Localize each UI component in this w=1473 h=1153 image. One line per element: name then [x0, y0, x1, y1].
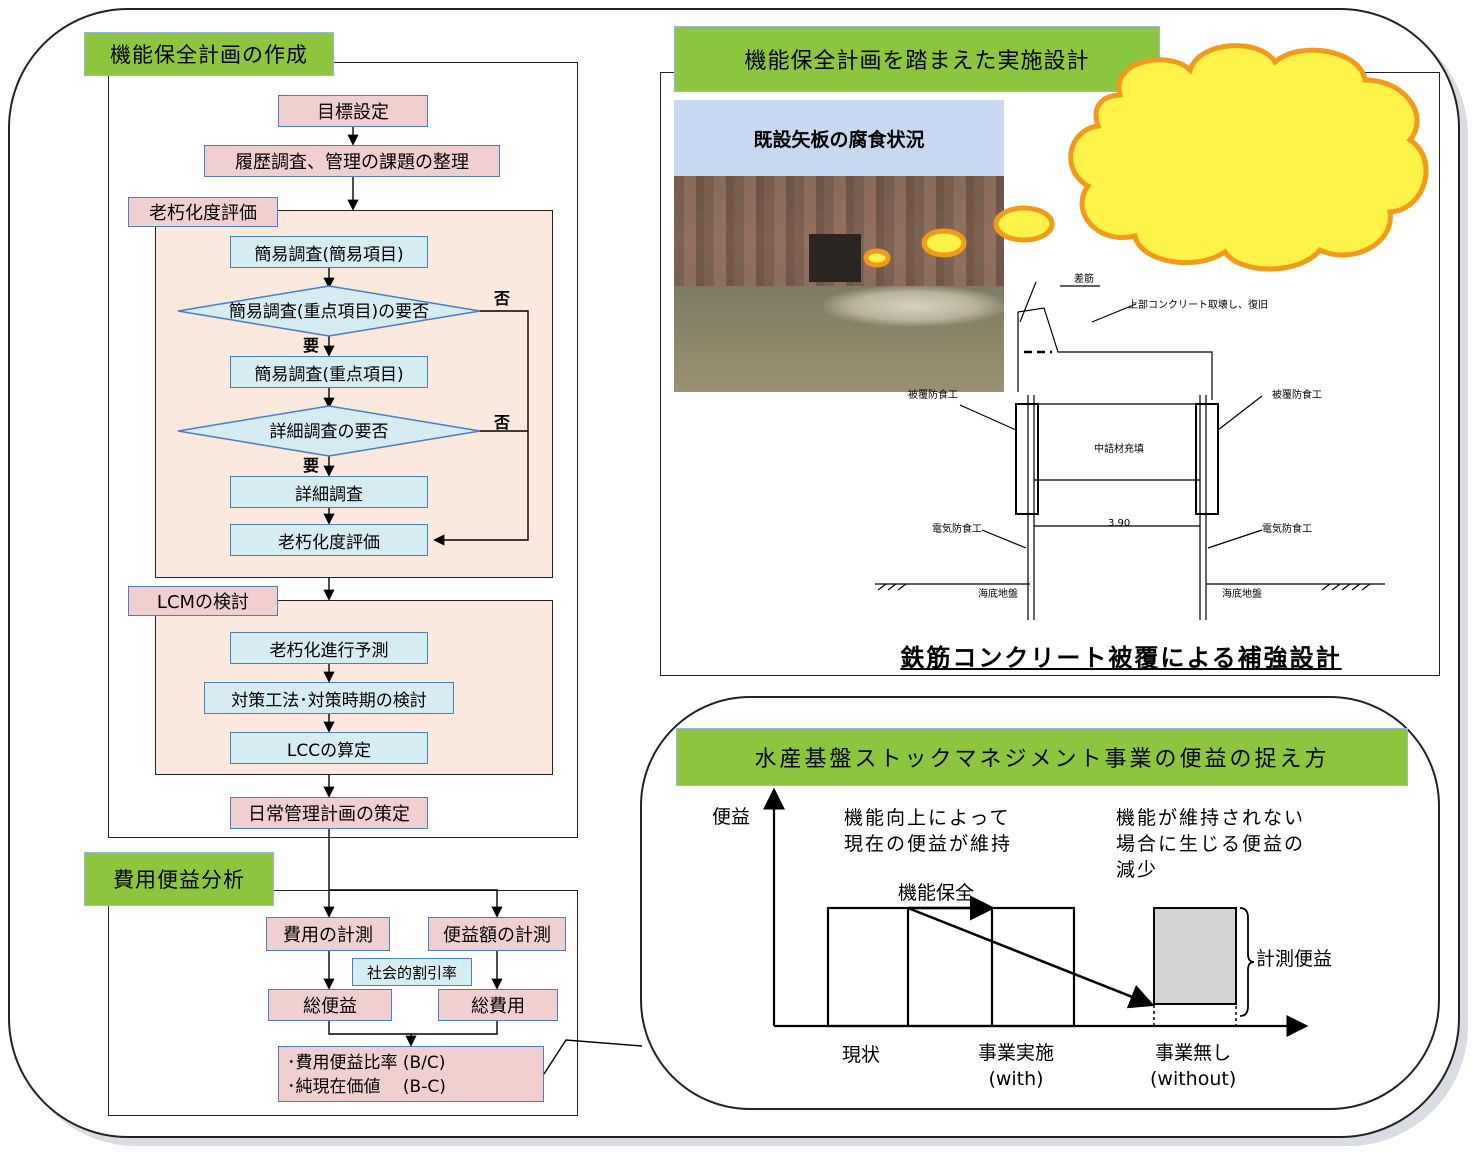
- aging-eval-box: 老朽化度評価: [230, 524, 428, 556]
- measures-box: 対策工法･対策時期の検討: [204, 682, 454, 714]
- design-section-title: 機能保全計画を踏まえた実施設計: [674, 26, 1160, 92]
- measured-benefit-label: 計測便益: [1256, 948, 1333, 970]
- goal-box: 目標設定: [278, 95, 428, 127]
- dwg-cover-left-label: 被覆防食工: [908, 390, 958, 401]
- cba-section-title: 費用便益分析: [84, 852, 274, 906]
- plan-section-title: 機能保全計画の作成: [84, 32, 334, 76]
- dwg-elec-left-label: 電気防食工: [932, 524, 982, 535]
- history-box: 履歴調査、管理の課題の整理: [204, 145, 500, 177]
- bc-ratio-text: ･費用便益比率 (B/C): [287, 1053, 446, 1073]
- corrosion-hole: [809, 234, 861, 282]
- y-axis-label: 便益: [712, 806, 751, 828]
- discount-rate-box: 社会的割引率: [352, 958, 472, 986]
- water-splash: [824, 286, 1004, 326]
- dwg-width-label: 3.90: [1108, 518, 1131, 529]
- simple-survey-box: 簡易調査(簡易項目): [230, 236, 428, 268]
- lcm-section-label: LCMの検討: [128, 586, 278, 616]
- dwg-seabed-right-label: 海底地盤: [1222, 589, 1262, 600]
- dwg-seabed-left-label: 海底地盤: [978, 589, 1018, 600]
- priority-survey-box: 簡易調査(重点項目): [230, 356, 428, 388]
- total-benefit-box: 総便益: [268, 989, 392, 1021]
- drawing-caption: 鉄筋コンクリート被覆による補強設計: [900, 644, 1342, 672]
- total-cost-box: 総費用: [438, 989, 558, 1021]
- corroded-sheet-pile-photo: [674, 176, 1004, 392]
- detail-survey-box: 詳細調査: [230, 476, 428, 508]
- dwg-elec-right-label: 電気防食工: [1262, 524, 1312, 535]
- photo-caption: 既設矢板の腐食状況: [674, 100, 1004, 176]
- dwg-fill-label: 中詰材充填: [1094, 444, 1144, 455]
- x-label-current: 現状: [842, 1044, 881, 1066]
- cloud-callout-text: 現況施設の劣化 状況を考慮した補 修･補強対策工を 設計します。: [1130, 101, 1298, 227]
- aging-forecast-box: 老朽化進行予測: [230, 632, 428, 664]
- daily-plan-box: 日常管理計画の策定: [230, 797, 428, 829]
- result-box: ･費用便益比率 (B/C) ･純現在価値 (B-C): [278, 1046, 544, 1102]
- npv-text: ･純現在価値 (B-C): [287, 1077, 446, 1097]
- x-label-without: 事業無し (without): [1150, 1042, 1237, 1090]
- aging-section-label: 老朽化度評価: [128, 197, 278, 227]
- lcc-box: LCCの算定: [230, 732, 428, 764]
- x-label-with: 事業実施 (with): [978, 1042, 1055, 1090]
- preservation-label: 機能保全: [898, 882, 975, 904]
- benefit-measure-box: 便益額の計測: [428, 917, 566, 951]
- cost-measure-box: 費用の計測: [266, 917, 390, 951]
- dwg-top-label: 上部コンクリート取壊し、復旧: [1128, 300, 1268, 311]
- note-right: 機能が維持されない 場合に生じる便益の 減少: [1116, 807, 1306, 881]
- benefit-section-title: 水産基盤ストックマネジメント事業の便益の捉え方: [676, 728, 1408, 786]
- note-left: 機能向上によって 現在の便益が維持: [844, 807, 1013, 855]
- dwg-cover-right-label: 被覆防食工: [1272, 390, 1322, 401]
- dwg-rebar-label: 差筋: [1074, 274, 1094, 285]
